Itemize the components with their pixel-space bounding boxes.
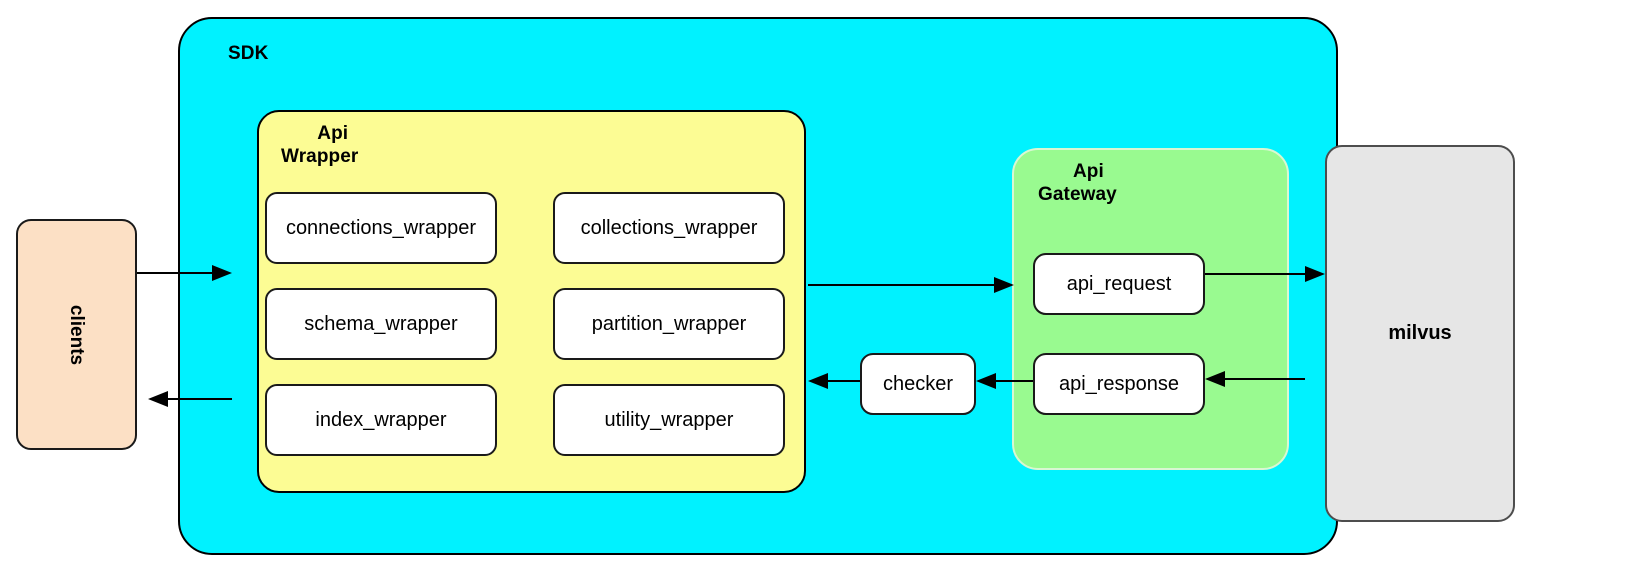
node-collections-wrapper[interactable]: collections_wrapper bbox=[553, 192, 785, 264]
node-connections-wrapper[interactable]: connections_wrapper bbox=[265, 192, 497, 264]
node-label: index_wrapper bbox=[315, 408, 447, 431]
node-api-response[interactable]: api_response bbox=[1033, 353, 1205, 415]
node-api-request[interactable]: api_request bbox=[1033, 253, 1205, 315]
node-label: milvus bbox=[1388, 322, 1452, 344]
node-index-wrapper[interactable]: index_wrapper bbox=[265, 384, 497, 456]
group-api-wrapper-label: Api Wrapper bbox=[281, 123, 359, 168]
node-label: api_request bbox=[1066, 272, 1172, 295]
node-utility-wrapper[interactable]: utility_wrapper bbox=[553, 384, 785, 456]
node-checker[interactable]: checker bbox=[860, 353, 976, 415]
node-label: utility_wrapper bbox=[604, 408, 734, 431]
node-label: api_response bbox=[1058, 372, 1180, 395]
group-sdk-label: SDK bbox=[228, 43, 269, 64]
node-partition-wrapper[interactable]: partition_wrapper bbox=[553, 288, 785, 360]
node-label: checker bbox=[882, 372, 954, 395]
group-api-gateway-label: Api Gateway bbox=[1038, 161, 1117, 206]
node-label: connections_wrapper bbox=[285, 216, 477, 239]
node-schema-wrapper[interactable]: schema_wrapper bbox=[265, 288, 497, 360]
node-label: collections_wrapper bbox=[580, 216, 758, 239]
node-label: clients bbox=[66, 304, 88, 365]
node-milvus[interactable]: milvus bbox=[1325, 145, 1515, 522]
node-label: partition_wrapper bbox=[591, 312, 747, 335]
node-clients[interactable]: clients bbox=[16, 219, 137, 450]
node-label: schema_wrapper bbox=[304, 312, 458, 335]
